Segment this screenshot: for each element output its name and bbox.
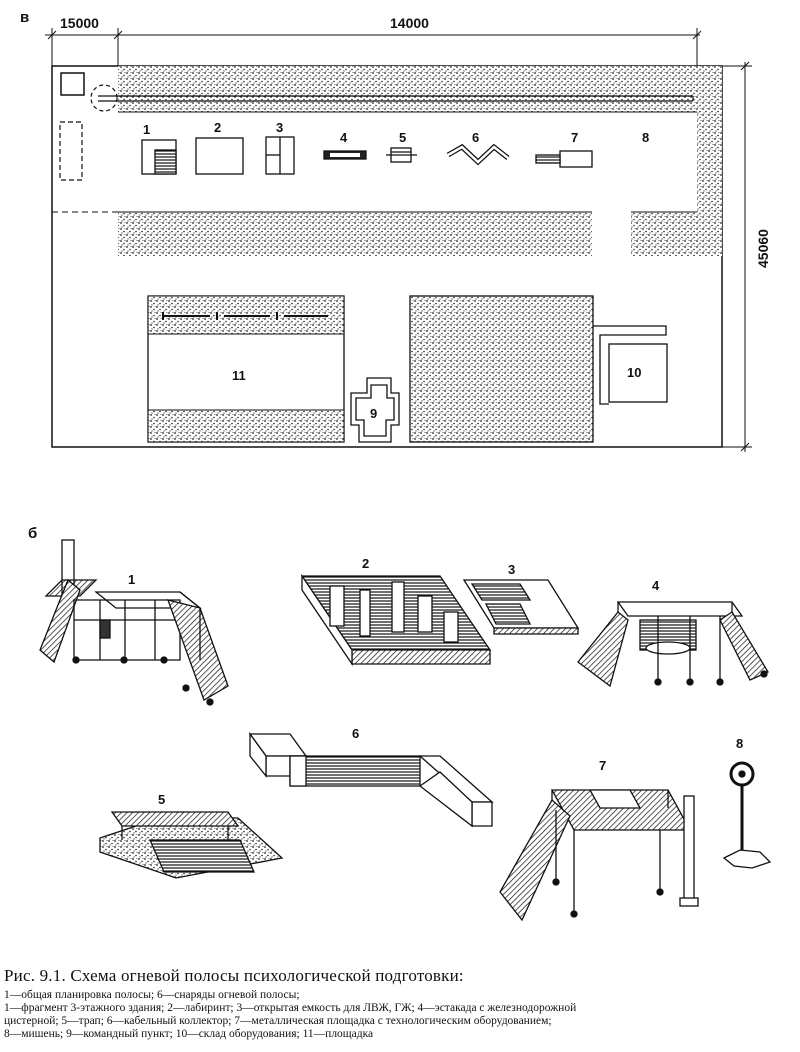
dim-45060: 45060	[755, 229, 771, 268]
sketch-label-3: 3	[508, 562, 515, 577]
track-return	[631, 212, 722, 256]
sketch-label-4: 4	[652, 578, 660, 593]
start-box	[60, 72, 85, 96]
diagram-svg: в 15000 14000 45060	[20, 9, 772, 922]
dim-15000: 15000	[60, 15, 99, 31]
panel-label-v: в	[20, 9, 29, 26]
area-11-rail	[162, 312, 328, 320]
sketch-building-fragment	[39, 539, 229, 706]
plan-label-7: 7	[571, 130, 578, 145]
area-11-bottom-strip	[147, 409, 345, 443]
plan-label-2: 2	[214, 120, 221, 135]
start-dashed-box	[59, 121, 83, 181]
sketch-target	[722, 761, 772, 869]
sketch-label-5: 5	[158, 792, 165, 807]
plan-label-4: 4	[340, 130, 348, 145]
caption-line-4: 8—мишень; 9—командный пункт; 10—склад об…	[4, 1028, 374, 1040]
sketch-labyrinth	[300, 573, 492, 667]
track-top	[118, 66, 722, 112]
sketch-ladder-bridge	[99, 811, 284, 879]
sketch-cable-collector	[248, 732, 494, 828]
dim-14000: 14000	[390, 15, 429, 31]
sketch-open-tank	[462, 579, 580, 635]
sketch-label-7: 7	[599, 758, 606, 773]
equipment-row	[141, 136, 593, 175]
command-post-9	[350, 377, 400, 443]
caption-title: Рис. 9.1. Схема огневой полосы психологи…	[4, 966, 464, 985]
sketch-metal-platform	[499, 789, 699, 922]
sketch-label-6: 6	[352, 726, 359, 741]
caption-line-3: цистерной; 5—трап; 6—кабельный коллектор…	[4, 1015, 552, 1027]
plan-label-10: 10	[627, 365, 641, 380]
site-plan: в 15000 14000 45060	[20, 9, 771, 452]
start-circle	[90, 84, 118, 112]
plan-label-1: 1	[143, 122, 150, 137]
panel-label-b: б	[28, 525, 37, 542]
dotted-area	[409, 295, 594, 443]
caption-line-2: 1—фрагмент 3-этажного здания; 2—лабиринт…	[4, 1002, 577, 1014]
plan-label-9: 9	[370, 406, 377, 421]
track-bottom	[118, 212, 592, 256]
plan-label-8: 8	[642, 130, 649, 145]
equipment-sketches: б 1	[28, 525, 772, 922]
plan-label-11: 11	[232, 368, 246, 383]
caption-line-1: 1—общая планировка полосы; 6—снаряды огн…	[4, 989, 300, 1001]
plan-label-3: 3	[276, 120, 283, 135]
sketch-label-1: 1	[128, 572, 135, 587]
sketch-label-2: 2	[362, 556, 369, 571]
warehouse-10	[593, 325, 668, 405]
plan-label-5: 5	[399, 130, 406, 145]
sketch-trestle	[577, 601, 769, 688]
plan-label-6: 6	[472, 130, 479, 145]
dimension-lines	[45, 28, 752, 452]
sketch-label-8: 8	[736, 736, 743, 751]
